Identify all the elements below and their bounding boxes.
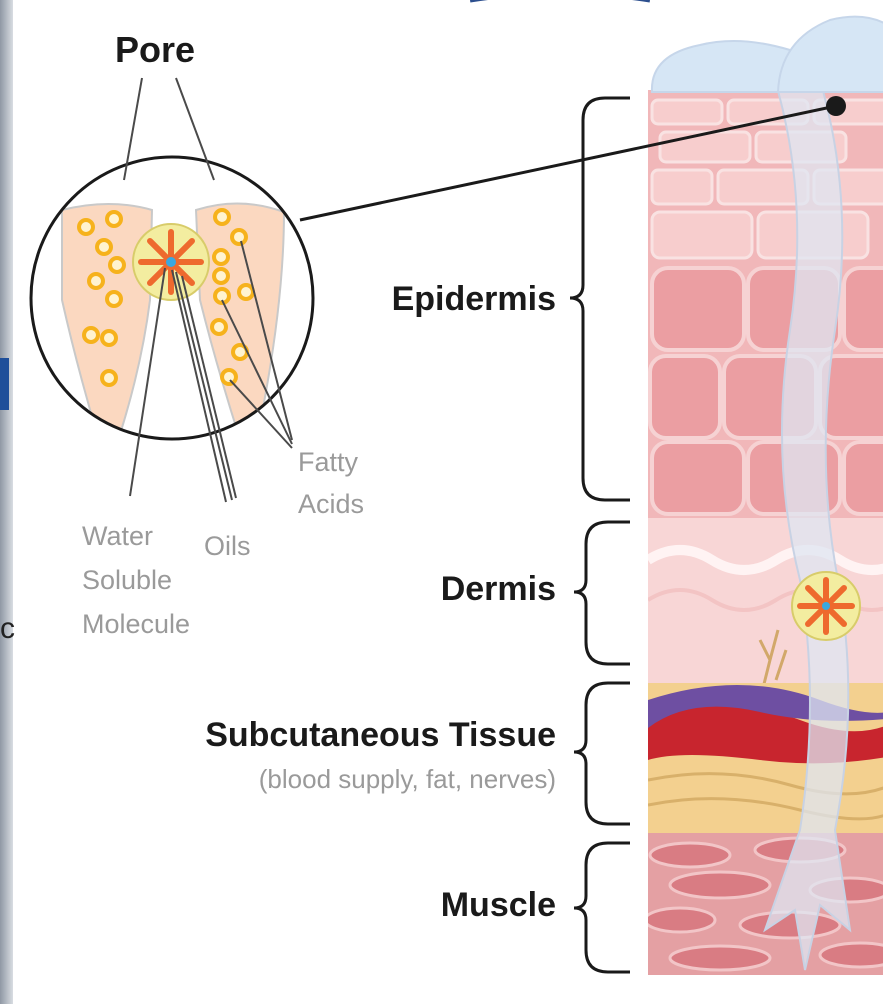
water-soluble-label-line1: Water xyxy=(82,521,153,551)
fatty-acids-label-line1: Fatty xyxy=(298,447,359,477)
surface-clouds xyxy=(652,17,883,92)
slide-edge-bar xyxy=(0,0,13,1004)
muscle-label: Muscle xyxy=(441,886,556,924)
muscle-bracket xyxy=(574,843,630,972)
fatty-acids-label-line2: Acids xyxy=(298,489,364,519)
pore-magnifier xyxy=(31,157,313,470)
callout-point xyxy=(826,96,846,116)
subcutaneous-detail-label: (blood supply, fat, nerves) xyxy=(259,764,556,794)
slide-edge-accent xyxy=(0,358,9,410)
dermis-molecule xyxy=(792,572,860,640)
epidermis-cells xyxy=(650,268,883,514)
epidermis-label: Epidermis xyxy=(392,280,556,318)
stratum-rows xyxy=(652,100,883,258)
pore-label: Pore xyxy=(115,29,195,70)
edge-fragment-text: c xyxy=(0,612,15,645)
pore-molecule xyxy=(133,224,209,300)
subcutaneous-bracket xyxy=(574,683,630,824)
dermis-label: Dermis xyxy=(441,570,556,608)
water-soluble-label-line2: Soluble xyxy=(82,565,172,595)
skin-layers xyxy=(645,80,883,975)
oils-label: Oils xyxy=(204,531,251,561)
layer-brackets xyxy=(570,98,630,972)
epidermis-bracket xyxy=(570,98,630,500)
subcutaneous-label: Subcutaneous Tissue xyxy=(205,716,556,754)
water-soluble-label-line3: Molecule xyxy=(82,609,190,639)
dermis-bracket xyxy=(574,522,630,664)
